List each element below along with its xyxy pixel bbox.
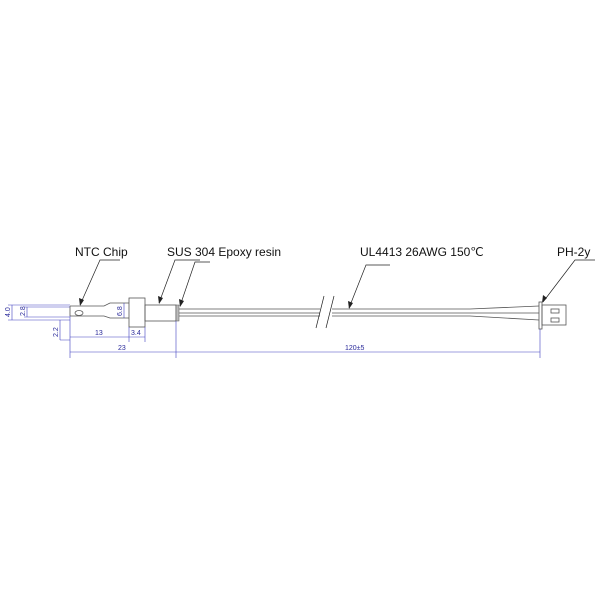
ntc-chip bbox=[74, 310, 84, 316]
label-ntc-chip: NTC Chip bbox=[75, 245, 128, 259]
probe bbox=[69, 297, 180, 328]
label-connector: PH-2y bbox=[557, 245, 590, 259]
dim-collar-diameter: 6.8 bbox=[117, 306, 124, 316]
probe-body bbox=[144, 304, 177, 322]
label-probe-body: SUS 304 Epoxy resin bbox=[167, 245, 281, 259]
dim-collar-width: 3.4 bbox=[131, 330, 141, 337]
collar bbox=[128, 297, 146, 328]
epoxy-seal bbox=[175, 304, 180, 322]
dimension-lines: 4.0 2.8 2.2 6.8 13 3.4 23 120±5 bbox=[5, 303, 541, 358]
label-wire: UL4413 26AWG 150℃ bbox=[360, 245, 484, 259]
dim-probe-height: 4.0 bbox=[5, 307, 12, 317]
dim-tube-height: 2.8 bbox=[20, 306, 27, 316]
dim-offset: 2.2 bbox=[53, 327, 60, 337]
wires bbox=[179, 295, 540, 329]
connector-ph-2y bbox=[538, 301, 567, 330]
dim-probe-length: 23 bbox=[118, 345, 126, 352]
dim-cable-length: 120±5 bbox=[345, 345, 365, 352]
dim-tip-to-collar: 13 bbox=[95, 330, 103, 337]
leader-lines bbox=[79, 259, 595, 309]
